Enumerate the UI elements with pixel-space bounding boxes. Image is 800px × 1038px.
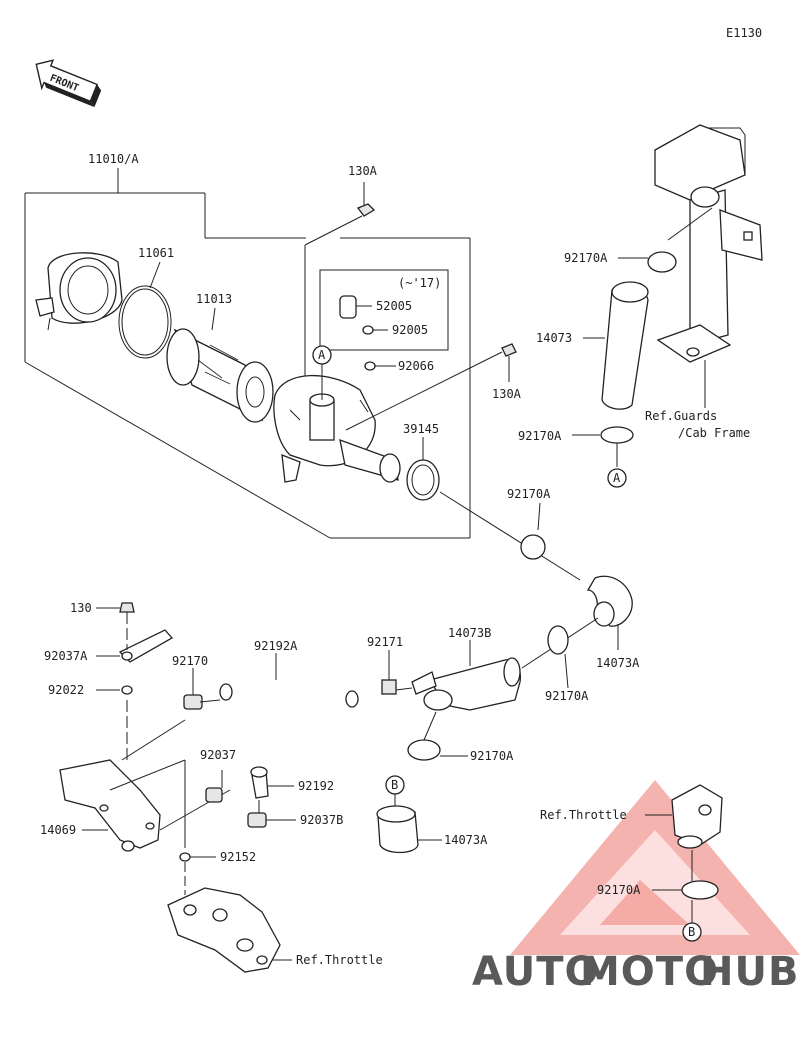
label-14073a-boot: 14073A [444, 833, 488, 847]
label-92170a-pipe: 92170A [545, 689, 589, 703]
clip-92171 [381, 650, 413, 695]
clamp-92170a-mid [520, 534, 546, 560]
label-92170a-mid: 92170A [507, 487, 551, 501]
clamp-92037 [205, 770, 223, 803]
air-filter-element [166, 328, 274, 423]
callout-b-left: B [385, 775, 405, 812]
washer-92152 [179, 852, 216, 895]
washer-92022 [96, 685, 133, 695]
hose-92192 [250, 766, 294, 799]
assembly-11010-frame [24, 168, 471, 539]
label-14073a-elbow: 14073A [596, 656, 640, 670]
clamp-92170a-bottom [681, 880, 719, 900]
clamp-92037b [247, 800, 296, 828]
label-14073: 14073 [536, 331, 572, 345]
label-14069: 14069 [40, 823, 76, 837]
svg-text:B: B [391, 778, 398, 792]
clamp-92170a-lower-mid [407, 739, 441, 761]
cap-52005 [339, 295, 357, 319]
svg-text:B: B [688, 925, 695, 939]
watermark-logo: AUTO MOTO HUB [472, 780, 800, 995]
label-92037: 92037 [200, 748, 236, 762]
intake-tube-14073 [601, 186, 720, 410]
label-11061: 11061 [138, 246, 174, 260]
label-92171: 92171 [367, 635, 403, 649]
watermark-moto: MOTO [580, 949, 719, 995]
label-130a-top: 130A [348, 164, 378, 178]
label-39145: 39145 [403, 422, 439, 436]
callout-a-top: A [312, 345, 332, 400]
label-ref-throttle-bottom: Ref.Throttle [296, 953, 383, 967]
label-92170a-lower-mid: 92170A [470, 749, 514, 763]
clamp-92170a-upper [647, 251, 677, 273]
clamp-92170 [183, 668, 221, 710]
label-ref-cab-frame: /Cab Frame [678, 426, 750, 440]
label-92192a: 92192A [254, 639, 298, 653]
label-92066: 92066 [398, 359, 434, 373]
bolt-130a-right [345, 343, 517, 431]
bracket-14069 [59, 759, 161, 852]
bolt-130 [96, 602, 135, 613]
watermark-hub: HUB [700, 949, 799, 995]
label-92170a-upper: 92170A [564, 251, 608, 265]
elbow-14073a [586, 575, 633, 650]
o-ring-11061 [118, 285, 172, 359]
label-92022: 92022 [48, 683, 84, 697]
label-92037b: 92037B [300, 813, 343, 827]
air-cleaner-housing [273, 374, 401, 483]
callout-b-right: B [682, 900, 702, 942]
diagram-id: E1130 [726, 26, 762, 40]
watermark-auto: AUTO [472, 949, 600, 995]
label-14073b: 14073B [448, 626, 491, 640]
label-92170a-lower: 92170A [518, 429, 562, 443]
strap-92037a [96, 629, 174, 663]
label-variant: (~'17) [398, 276, 441, 290]
label-11013: 11013 [196, 292, 232, 306]
label-ref-guards: Ref.Guards [645, 409, 717, 423]
svg-text:A: A [318, 348, 326, 362]
front-arrow-icon: FRONT [35, 59, 102, 108]
air-cleaner-cover [35, 252, 123, 331]
label-11010a: 11010/A [88, 152, 139, 166]
label-52005: 52005 [376, 299, 412, 313]
throttle-body-right [645, 784, 723, 849]
boot-14073a [376, 805, 442, 854]
label-92037a: 92037A [44, 649, 88, 663]
clip-92005 [362, 325, 374, 335]
duct-39145 [406, 437, 440, 501]
label-130a-right: 130A [492, 387, 522, 401]
clamp-92170a-lower [600, 426, 634, 444]
svg-text:A: A [613, 471, 621, 485]
intake-pipe-14073b [411, 640, 521, 711]
clamp-92170a-pipe [547, 625, 569, 655]
label-ref-throttle-right: Ref.Throttle [540, 808, 627, 822]
clip-92066 [364, 361, 376, 371]
label-92005: 92005 [392, 323, 428, 337]
callout-a-right: A [607, 468, 627, 488]
variant-box [319, 269, 449, 351]
throttle-body-bottom [167, 887, 292, 973]
label-92152: 92152 [220, 850, 256, 864]
bolt-130a-top [356, 182, 376, 217]
label-92192: 92192 [298, 779, 334, 793]
label-92170: 92170 [172, 654, 208, 668]
label-92170a-bottom: 92170A [597, 883, 641, 897]
label-130: 130 [70, 601, 92, 615]
cab-frame-guard [654, 124, 763, 408]
